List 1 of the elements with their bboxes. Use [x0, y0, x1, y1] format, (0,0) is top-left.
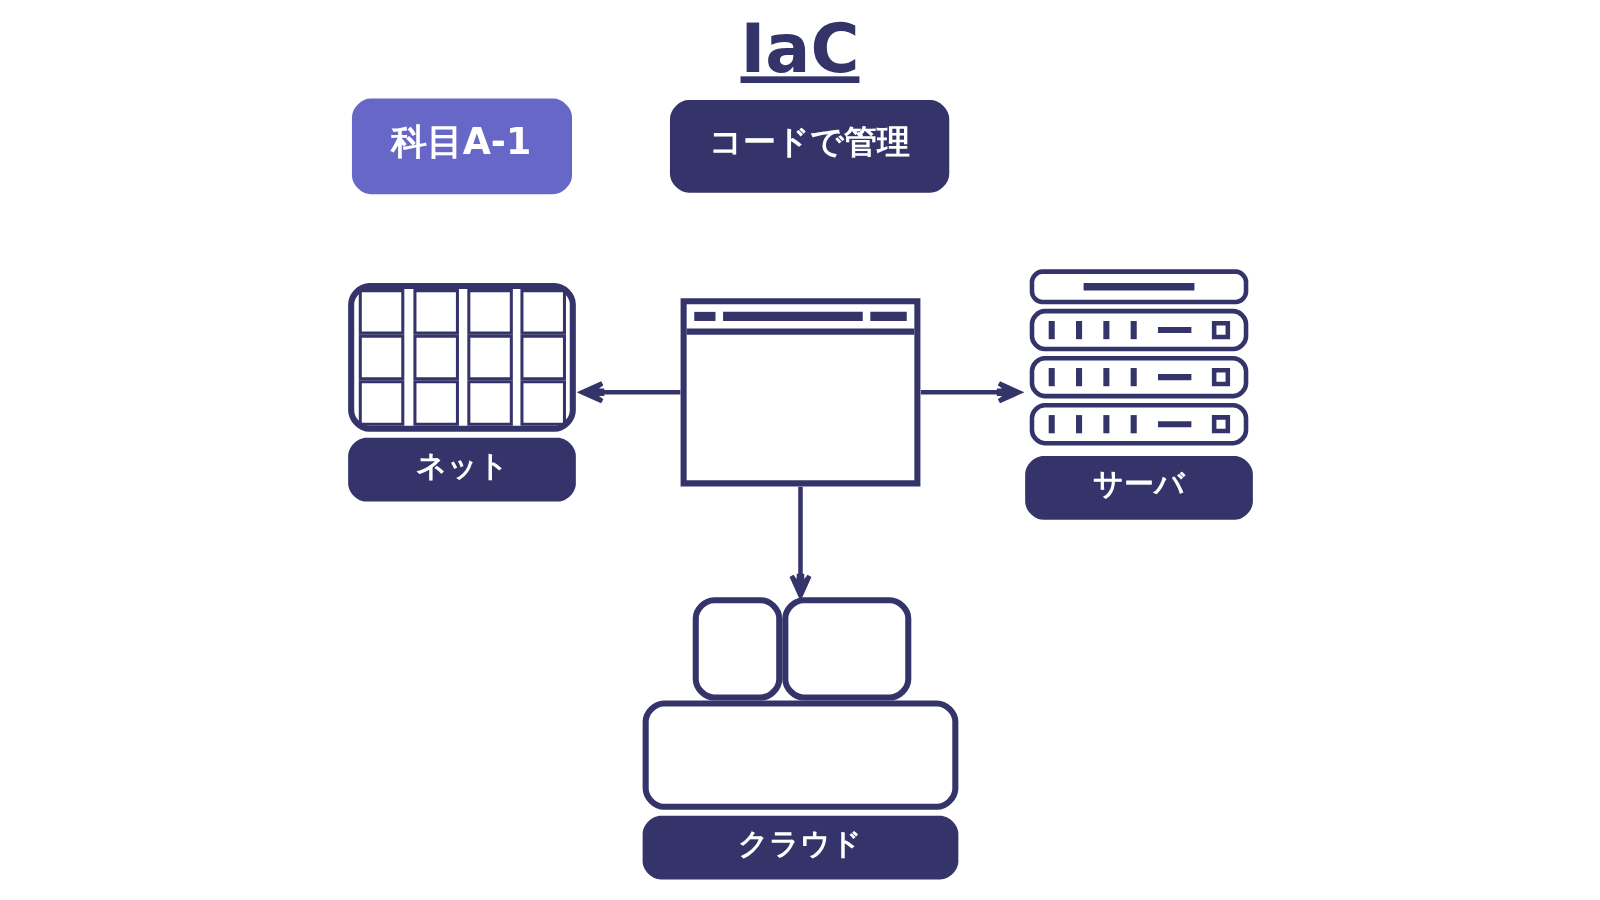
diagram-title: IaC: [740, 10, 859, 89]
